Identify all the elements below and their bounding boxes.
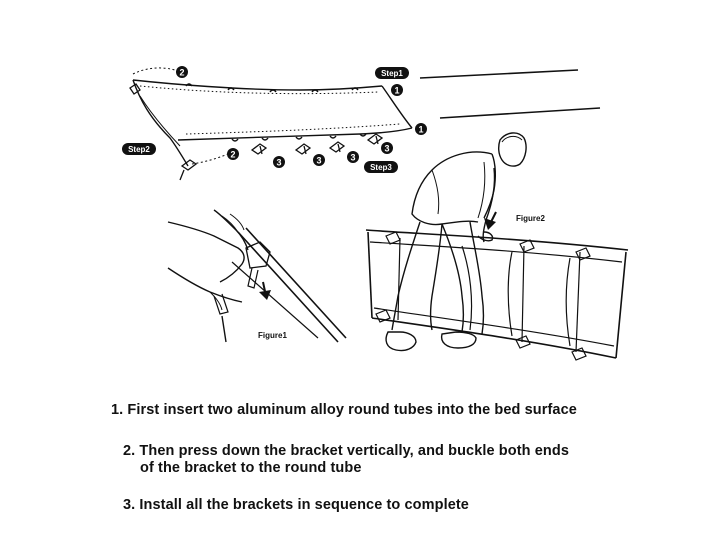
marker-3-c: 3 (347, 151, 359, 163)
instruction-step-3: 3. Install all the brackets in sequence … (123, 497, 469, 513)
step3-tag: Step3 (364, 161, 398, 173)
marker-3-d: 3 (381, 142, 393, 154)
marker-3-d-label: 3 (384, 144, 389, 154)
step1-tag: Step1 (375, 67, 409, 79)
marker-3-a: 3 (273, 156, 285, 168)
instruction-step-1: 1. First insert two aluminum alloy round… (111, 402, 577, 418)
figure1-label: Figure1 (258, 331, 287, 340)
marker-2-top: 2 (176, 66, 188, 78)
marker-1-upper-label: 1 (394, 86, 399, 96)
step2-tag: Step2 (122, 143, 156, 155)
step-markers: 2 1 1 2 3 3 3 3 (176, 66, 427, 168)
marker-2-bottom-label: 2 (230, 150, 235, 160)
bed-surface-illustration (129, 67, 601, 181)
marker-2-top-label: 2 (179, 68, 184, 78)
figure1-illustration (167, 209, 347, 343)
step3-label: Step3 (370, 163, 392, 172)
instruction-step-2-line-2: of the bracket to the round tube (140, 460, 362, 476)
marker-3-b: 3 (313, 154, 325, 166)
step2-label: Step2 (128, 145, 150, 154)
marker-3-b-label: 3 (316, 156, 321, 166)
figure2-label: Figure2 (516, 214, 545, 223)
step1-label: Step1 (381, 69, 403, 78)
instruction-step-2: 2. Then press down the bracket verticall… (123, 443, 569, 477)
figure2-illustration (365, 132, 629, 361)
marker-3-c-label: 3 (350, 153, 355, 163)
instruction-step-2-line-1: 2. Then press down the bracket verticall… (123, 443, 569, 459)
marker-3-a-label: 3 (276, 158, 281, 168)
marker-2-bottom: 2 (227, 148, 239, 160)
marker-1-lower-label: 1 (418, 125, 423, 135)
marker-1-lower: 1 (415, 123, 427, 135)
marker-1-upper: 1 (391, 84, 403, 96)
